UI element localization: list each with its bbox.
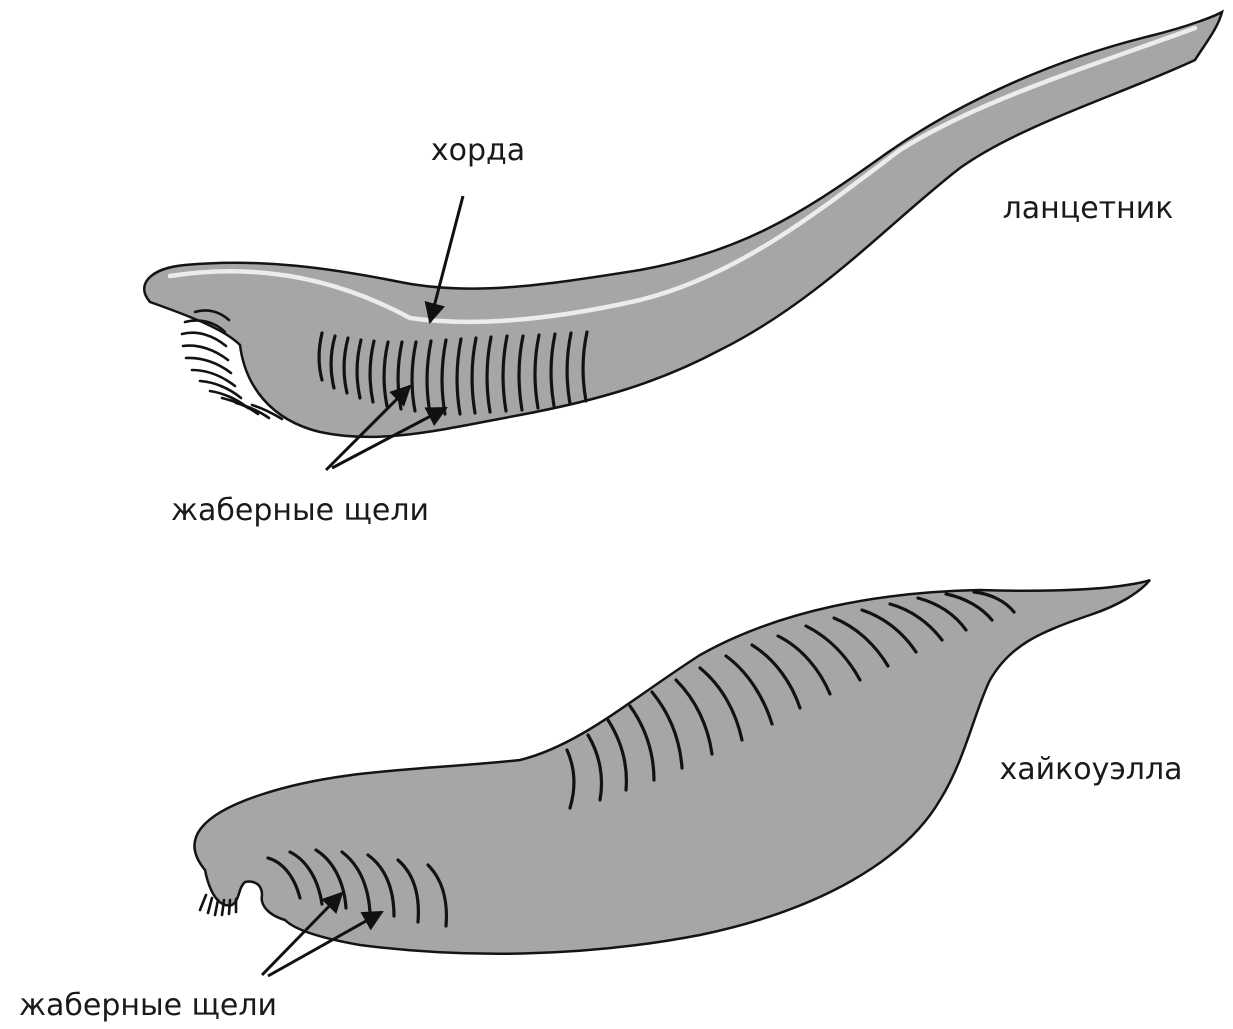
lancelet-gill-slits-label: жаберные щели	[171, 493, 429, 528]
haikouella-gill-slits-label: жаберные щели	[19, 988, 277, 1023]
haikouella-label: хайкоуэлла	[999, 752, 1182, 787]
lancelet-illustration: хорда ланцетник жаберные щели	[144, 12, 1222, 528]
lancelet-label: ланцетник	[1003, 191, 1174, 226]
notochord-label: хорда	[431, 133, 525, 168]
haikouella-illustration: хайкоуэлла жаберные щели	[19, 580, 1183, 1023]
